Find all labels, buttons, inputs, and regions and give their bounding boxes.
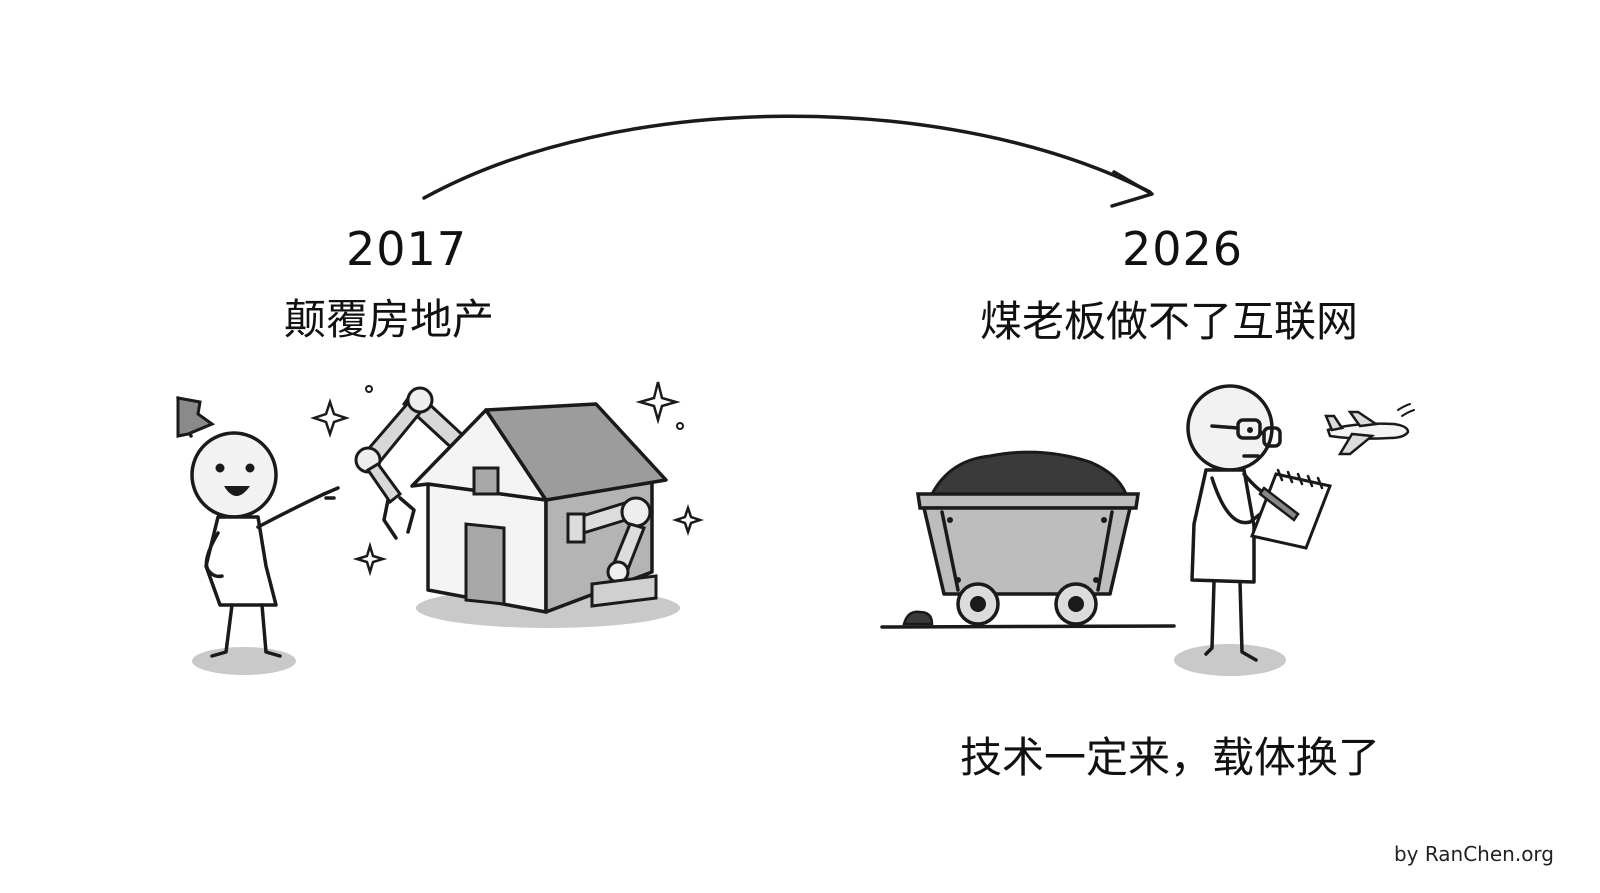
stick-figure-happy <box>176 396 340 675</box>
pencil-icon <box>1258 486 1300 522</box>
caption-end: 煤老板做不了互联网 <box>980 297 1359 346</box>
sparkle-icon <box>352 541 388 577</box>
coal-lump <box>902 610 934 626</box>
airplane-icon <box>1324 403 1415 456</box>
robot-arm-right <box>566 496 658 608</box>
coal-mine-cart <box>880 450 1176 629</box>
robot-arm-left <box>354 386 471 540</box>
sparkle-icon <box>672 504 704 536</box>
conclusion-note: 技术一定来，载体换了 <box>960 733 1381 782</box>
transition-arrow <box>422 114 1154 208</box>
author-credit: by RanChen.org <box>1393 842 1554 866</box>
year-end-label: 2026 <box>1122 222 1244 276</box>
caption-start: 颠覆房地产 <box>284 295 495 344</box>
sparkle-icon <box>310 398 350 438</box>
flag-icon <box>176 396 216 438</box>
stick-figure-observer <box>1174 384 1333 676</box>
sparkle-icon <box>635 381 681 425</box>
automated-house <box>310 381 704 628</box>
coal-pile <box>917 450 1139 502</box>
year-start-label: 2017 <box>346 222 468 276</box>
